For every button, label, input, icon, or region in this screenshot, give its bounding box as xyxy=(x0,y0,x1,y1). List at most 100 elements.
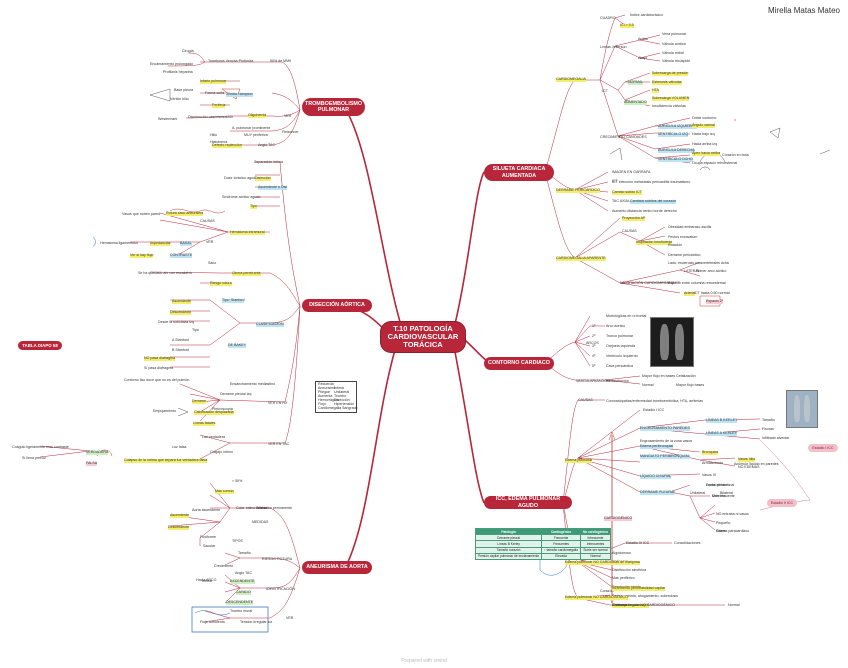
aneurisma-label: RIESGO ROTURA xyxy=(262,557,293,561)
node-tromboembolismo[interactable]: TROMBOEMBOLISMO PULMONAR xyxy=(302,98,365,116)
diseccion-label: Pleuroscopia xyxy=(212,407,233,411)
edema-label: Pequeño xyxy=(716,521,731,525)
trombo-label: Joroba Hampton xyxy=(226,92,253,97)
aneurisma-label: Crecimiento xyxy=(214,564,234,568)
edema-label: NO entraba ni vasos xyxy=(716,512,749,516)
node-diseccion-aortica[interactable]: DISECCIÓN AÓRTICA xyxy=(302,299,372,312)
silueta-label: Válvula mitral xyxy=(662,51,684,55)
legend-label: Hemorrágico xyxy=(318,398,339,402)
silueta-label: Insuficiencia válvulas xyxy=(652,104,686,108)
silueta-label: Válvula aórtica xyxy=(662,42,686,46)
contorno-label: VASCULARIZACIÓN xyxy=(576,379,610,383)
trombo-label: Oligohemia xyxy=(248,113,267,118)
silueta-label: VALORACIÓN CARDIOMEGALIA xyxy=(620,281,675,285)
edema-label: Derecha xyxy=(712,494,726,498)
node-aneurisma-aorta[interactable]: ANEURISMA DE AORTA xyxy=(302,561,372,574)
silueta-label: ICI > 0.5 xyxy=(620,23,634,28)
aneurisma-label: Tensión irregular luz xyxy=(240,620,273,624)
diseccion-label: Disección xyxy=(255,176,271,181)
trombo-label: Encamamiento prolongado xyxy=(150,62,193,66)
diseccion-label: CAUSAS xyxy=(200,219,215,223)
silueta-label: Aumento distancia centro borde derecho xyxy=(612,209,677,213)
diseccion-label: Calcificación desplazada xyxy=(194,410,234,415)
silueta-label: Proyección AP xyxy=(622,216,646,221)
trombo-label: Infarto pulmonar xyxy=(200,79,227,84)
diseccion-label: A Stanford xyxy=(172,338,189,342)
diseccion-label: Sí pasa diafragma xyxy=(144,366,174,370)
edema-label: Edema paracardiaco xyxy=(716,529,750,533)
diseccion-label: VERDADERA xyxy=(86,450,109,455)
silueta-label: LATERAL xyxy=(684,269,700,273)
edema-label: DERRAME PLEURAL xyxy=(640,490,676,495)
node-edema-pulmonar[interactable]: ICC, EDEMA PULMONAR AGUDO xyxy=(484,496,572,509)
tabla-diapo-tag[interactable]: TABLA DIAPO 58 xyxy=(18,341,62,350)
diseccion-label: Ascendente o Dist xyxy=(258,185,288,190)
trombo-label: Hiatotomía xyxy=(210,140,228,144)
diseccion-label: VER xyxy=(206,240,214,244)
table-row: Presión capilar pulmonar de enclavamient… xyxy=(474,552,611,560)
legend-label: Hipertensión xyxy=(334,402,355,406)
legend-label: Recuerda xyxy=(318,382,334,386)
trombo-label: Westermark xyxy=(158,117,178,121)
aneurisma-label: Aorta ascendente xyxy=(192,508,221,512)
table-cell: Presión capilar pulmonar de enclavamient… xyxy=(474,552,543,560)
aneurisma-label: Íntima xyxy=(202,579,212,583)
contorno-label: Mayor flujo bases xyxy=(676,383,705,387)
aneurisma-label: Más común xyxy=(215,489,234,494)
diseccion-label: Ver si hay flujo xyxy=(130,253,154,258)
silueta-label: Espacio 2º xyxy=(706,299,724,304)
aneurisma-label: Trombo mural xyxy=(230,609,253,613)
edema-label: Vasos hilio xyxy=(738,457,756,462)
silueta-label: TAC AXIAL xyxy=(612,199,630,203)
trombo-label: Defecto replección xyxy=(212,143,242,148)
aneurisma-label: Tamaño xyxy=(238,551,251,555)
diseccion-label: Empujamiento xyxy=(153,409,176,413)
diseccion-label: Impedancias xyxy=(150,241,171,246)
diseccion-label: Luz verdadera xyxy=(202,435,225,439)
trombo-label: 90% de MMII xyxy=(270,59,292,63)
contorno-label: Morfológicas en rx frontal xyxy=(606,314,647,318)
contorno-label: Cefalización xyxy=(676,374,696,378)
aneurisma-label: Angio TAC xyxy=(235,571,253,575)
central-topic[interactable]: T.10 PATOLOGÍA CARDIOVASCULAR TORÁCICA xyxy=(381,322,465,352)
diseccion-label: Dolor torácico agudo xyxy=(224,176,258,180)
silueta-label: Arriba xyxy=(638,37,648,41)
edema-label: Vasos VI xyxy=(702,473,717,477)
silueta-label: Válvula tricúspide xyxy=(662,59,691,63)
xray-contorno-image xyxy=(650,317,694,367)
silueta-label: Cambios súbitos del corazón xyxy=(630,199,677,204)
edema-label: Unilateral xyxy=(690,491,706,495)
edema-label: Bronquios xyxy=(702,450,719,455)
node-contorno-cardiaco[interactable]: CONTORNO CARDIACO xyxy=(484,357,554,370)
legend-label: Íntima xyxy=(334,386,344,390)
node-silueta-cardiaca[interactable]: SILUETA CARDIACA AUMENTADA xyxy=(484,164,554,181)
diseccion-label: DE BAKEY xyxy=(228,343,246,348)
diseccion-label: Derrame pleural izq xyxy=(220,392,252,396)
silueta-label: CAUSAS xyxy=(622,229,637,233)
silueta-label: Primer arco aórtico xyxy=(696,269,727,273)
diseccion-label: Tipo xyxy=(192,328,199,332)
edema-label: LÍNEAS A KERLEY xyxy=(706,431,737,436)
trombo-label: Fleischner xyxy=(282,130,299,134)
diseccion-label: Desde la subclavia izq xyxy=(158,320,194,324)
edema-label: Fisuras xyxy=(762,427,774,431)
silueta-label: Arterial xyxy=(684,291,696,296)
aneurisma-label: Dilatación permanente xyxy=(256,506,292,510)
silueta-label: Lado: esclerosis paravertebrales dcha xyxy=(668,261,729,265)
legend-label: Trombo xyxy=(334,394,347,398)
legend-label: Aneurisma xyxy=(318,386,336,390)
silueta-label: Hacia arriba izq xyxy=(692,142,717,146)
silueta-label: AURÍCULA DERECHA xyxy=(658,148,695,153)
trombo-label: Forma cuña xyxy=(205,91,225,95)
aneurisma-label: Ascendente xyxy=(170,513,189,518)
aneurisma-label: Sacular xyxy=(203,544,216,548)
edema-label: LÍNEAS B KERLEY xyxy=(706,418,738,423)
silueta-label: Derrame pericárdico xyxy=(668,253,701,257)
silueta-label: CRECIMIENTO CAVIDADES xyxy=(600,135,647,139)
silueta-label: Obesidad embarazo ascitis xyxy=(668,225,712,229)
contorno-label: Redistribución xyxy=(606,379,629,383)
diseccion-label: Tipo: Stanford xyxy=(222,298,245,303)
edema-label: Distribución simétrica xyxy=(612,568,647,572)
silueta-label: ICT hasta 0.60 normal xyxy=(694,291,730,295)
diseccion-label: B Stanford xyxy=(172,348,189,352)
